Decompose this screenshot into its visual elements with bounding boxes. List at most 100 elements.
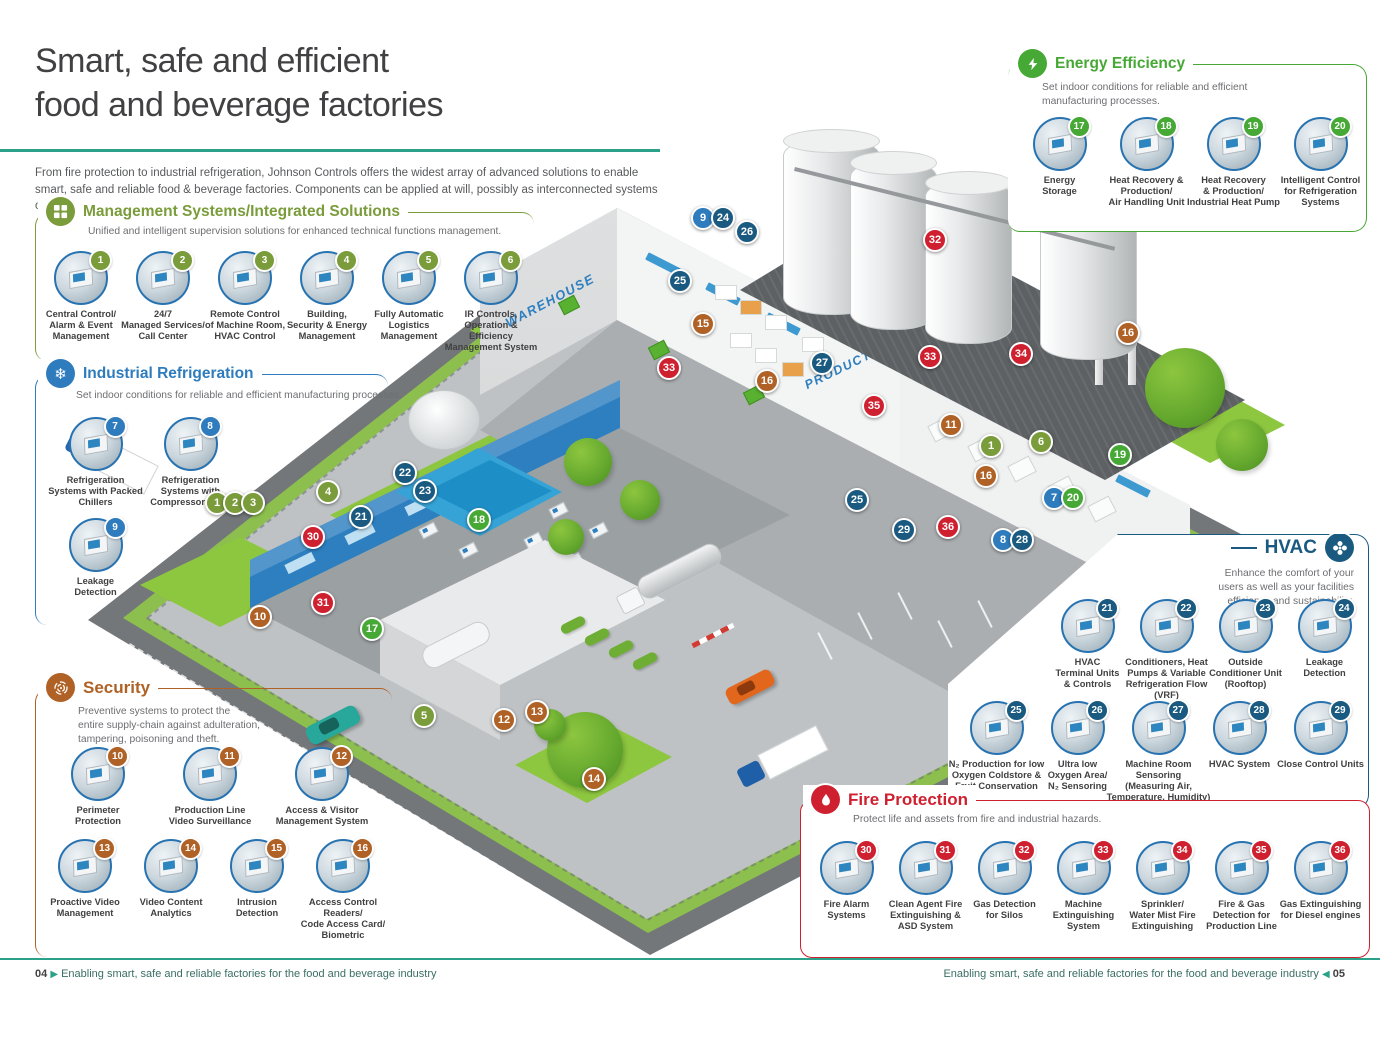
footer-left: 04 ▶ Enabling smart, safe and reliable f… bbox=[35, 968, 437, 980]
flame-icon bbox=[811, 785, 840, 814]
item-number-badge: 15 bbox=[265, 836, 288, 860]
item-label: HVAC System bbox=[1208, 759, 1271, 769]
pallet-stack bbox=[782, 362, 804, 377]
item-number-badge: 25 bbox=[1004, 699, 1028, 722]
device-illustration bbox=[834, 857, 859, 880]
solution-thumbnail: 4 bbox=[300, 249, 358, 305]
header-dash bbox=[1230, 546, 1257, 549]
footer-left-text: Enabling smart, safe and reliable factor… bbox=[61, 968, 437, 980]
item-label: Heat Recovery & Production/ Industrial H… bbox=[1187, 175, 1280, 207]
device-illustration bbox=[1134, 133, 1159, 156]
item-label: Central Control/ Alarm & Event Managemen… bbox=[45, 309, 117, 341]
tree bbox=[1216, 419, 1268, 471]
device-illustration bbox=[1150, 857, 1175, 880]
solution-thumbnail: 1 bbox=[54, 249, 112, 305]
item-number-badge: 28 bbox=[1247, 699, 1271, 722]
item-label: IR Controls, Operation & Efficiency Mana… bbox=[444, 309, 538, 352]
item-number-badge: 10 bbox=[106, 745, 129, 768]
page-title: Smart, safe and efficient food and bever… bbox=[35, 40, 444, 127]
item-number-badge: 23 bbox=[1253, 597, 1277, 620]
item-label: Gas Detection for Silos bbox=[973, 899, 1036, 920]
device-illustration bbox=[1221, 133, 1246, 156]
item-label: Close Control Units bbox=[1277, 759, 1364, 769]
pallet-stack bbox=[715, 285, 737, 300]
page-number-left: 04 bbox=[35, 968, 48, 980]
item-label: Fire & Gas Detection for Production Line bbox=[1206, 899, 1277, 931]
item-number-badge: 5 bbox=[417, 249, 440, 272]
item-number-badge: 21 bbox=[1095, 597, 1119, 620]
panel-description: Set indoor conditions for reliable and e… bbox=[76, 390, 403, 401]
item-label: Proactive Video Management bbox=[50, 896, 120, 918]
item-label: Energy Storage bbox=[1042, 175, 1077, 196]
device-illustration bbox=[1071, 857, 1096, 880]
device-illustration bbox=[1227, 717, 1252, 740]
device-illustration bbox=[150, 267, 176, 290]
item-number-badge: 22 bbox=[1174, 597, 1198, 620]
solution-thumbnail: 33 bbox=[1056, 839, 1115, 895]
device-illustration bbox=[178, 433, 203, 456]
solution-thumbnail: 5 bbox=[382, 249, 440, 305]
device-illustration bbox=[478, 267, 504, 290]
device-illustration bbox=[1312, 615, 1337, 638]
panel-description: Preventive systems to protect the entire… bbox=[78, 706, 261, 745]
panel-header: Management Systems/Integrated Solutions bbox=[38, 197, 408, 226]
item-label: HVAC Terminal Units & Controls bbox=[1055, 657, 1120, 689]
item-number-badge: 27 bbox=[1166, 699, 1190, 722]
device-illustration bbox=[1233, 615, 1258, 638]
solution-thumbnail: 2 bbox=[136, 249, 194, 305]
item-label: Remote Control of Machine Room, HVAC Con… bbox=[204, 309, 286, 341]
solution-thumbnail: 25 bbox=[969, 699, 1028, 755]
item-label: Outside Conditioner Unit (Rooftop) bbox=[1209, 657, 1282, 689]
item-label: 24/7 Managed Services/ Call Center bbox=[121, 309, 205, 341]
solution-thumbnail: 3 bbox=[218, 249, 276, 305]
item-label: Refrigeration Systems with Compressor Un… bbox=[150, 475, 231, 507]
panel-hvac: HVAC Enhance the comfort of your users a… bbox=[948, 534, 1369, 809]
panel-security: Security Preventive systems to protect t… bbox=[35, 673, 392, 957]
panel-header: HVAC bbox=[1223, 534, 1362, 562]
bolt-icon bbox=[1018, 49, 1047, 78]
footer-divider bbox=[0, 958, 1380, 960]
solution-thumbnail: 12 bbox=[295, 745, 353, 801]
device-illustration bbox=[984, 717, 1009, 740]
solution-thumbnail: 36 bbox=[1293, 839, 1352, 895]
device-illustration bbox=[197, 763, 223, 786]
solution-thumbnail: 16 bbox=[316, 836, 374, 893]
device-illustration bbox=[158, 855, 184, 878]
panel-energy-efficiency: Energy Efficiency Set indoor conditions … bbox=[1008, 49, 1367, 232]
item-label: Production Line Video Surveillance bbox=[168, 805, 252, 826]
solution-thumbnail: 9 bbox=[68, 515, 127, 572]
solution-thumbnail: 19 bbox=[1206, 115, 1265, 171]
solution-thumbnail: 30 bbox=[819, 839, 878, 895]
footer-right: Enabling smart, safe and reliable factor… bbox=[943, 968, 1345, 980]
item-number-badge: 24 bbox=[1332, 597, 1356, 620]
pallet-stack bbox=[802, 337, 824, 352]
item-number-badge: 3 bbox=[253, 249, 276, 272]
pallet-stack bbox=[755, 348, 777, 363]
